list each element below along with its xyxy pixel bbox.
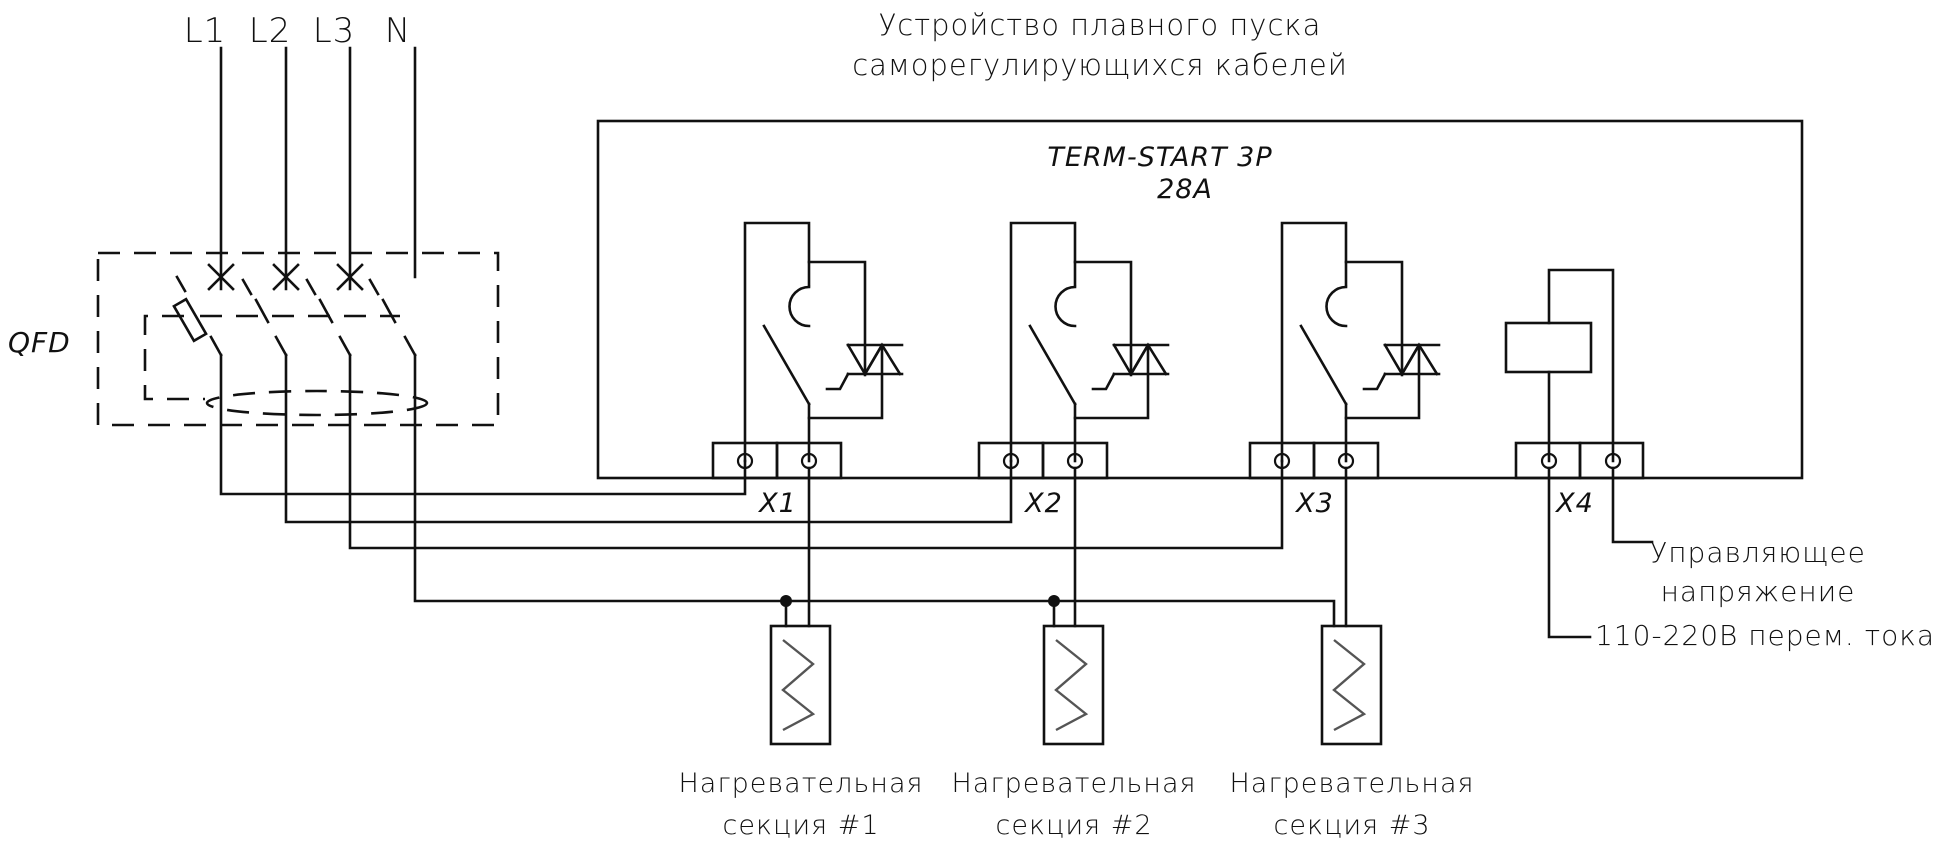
label-l1: L1 [184,11,227,51]
control-voltage-line-1: Управляющее [1650,536,1866,569]
bypass-loop [1009,221,1077,463]
triac-upper-wire [807,260,867,377]
control-voltage-line-3: 110-220В перем. тока [1595,619,1935,652]
device-current: 28A [1157,174,1213,205]
coil-upper-wire [1547,268,1615,463]
heater-section-1: Нагревательная секция #1 [678,595,923,841]
triac-lower-wire [807,343,884,420]
heater-label-line-2: секция #2 [995,810,1152,841]
triac-lower-wire [1073,343,1150,420]
terminal-x1-1 [736,452,754,470]
wire-l3-to-x3 [348,353,1284,550]
switch-upper-strokes [175,275,380,296]
triac-gate [1362,372,1387,391]
label-l3: L3 [313,11,356,51]
terminal-label-x4: X4 [1554,488,1594,519]
terminal-label-x3: X3 [1294,488,1334,519]
control-wire-2 [1611,466,1654,544]
soft-starter-box [596,119,1804,480]
heater-body [769,624,832,746]
heater-label-line-2: секция #1 [722,810,879,841]
contact-arc [1054,285,1077,328]
terminal-label-x1: X1 [757,488,797,519]
junction-dot [1048,595,1060,607]
relay-coil [1504,321,1593,374]
terminal-x2-1 [1002,452,1020,470]
mechanical-link [143,314,205,401]
rcd-core [205,389,429,417]
heater-section-3: Нагревательная секция #3 [1229,624,1474,841]
triac-lower-wire [1344,343,1421,420]
wire-n-bus [413,353,1336,628]
terminal-block-x1 [711,441,843,480]
terminal-block-x3 [1248,441,1380,480]
heater-body [1320,624,1383,746]
bypass-contact-blade [1299,324,1348,406]
heater-label-line-1: Нагревательная [951,768,1196,799]
qfd-breaker: QFD [8,251,500,427]
bypass-loop [743,221,811,463]
heater-label-line-2: секция #3 [1273,810,1430,841]
heater-section-2: Нагревательная секция #2 [951,595,1196,841]
bypass-contact-blade [762,324,811,406]
channel-modules: X1 X2 X3 [711,221,1441,628]
heater-resistor-icon [1332,639,1367,732]
device-model: TERM-START 3P [1047,142,1272,173]
bypass-contact-blade [1028,324,1077,406]
title-line-1: Устройство плавного пуска [879,8,1322,42]
qfd-enclosure [96,251,500,427]
triac-gate [1091,372,1116,391]
control-voltage-line-2: напряжение [1661,575,1856,608]
title-line-2: саморегулирующихся кабелей [852,48,1348,82]
heater-body [1042,624,1105,746]
triac-icon [825,342,904,391]
heater-resistor-icon [1054,639,1089,732]
contact-marks [207,263,364,291]
label-n: N [385,11,411,51]
terminal-label-x2: X2 [1023,488,1063,519]
bypass-loop [1280,221,1348,463]
triac-upper-wire [1073,260,1133,377]
contact-arc [1325,285,1348,328]
triac-icon [1362,342,1441,391]
terminal-x3-1 [1273,452,1291,470]
thermal-release [172,297,208,343]
junction-dot [780,595,792,607]
control-wire-1 [1547,466,1592,639]
heater-label-line-1: Нагревательная [1229,768,1474,799]
channel-module-x2: X2 [977,221,1170,628]
channel-module-x1: X1 [711,221,904,628]
contact-arc [788,285,811,328]
triac-icon [1091,342,1170,391]
wire-l2-to-x2 [284,353,1013,524]
switch-blades [209,298,417,357]
control-module: X4 Управляющее напряжение 110-220В перем… [1504,268,1935,652]
channel-module-x3: X3 [1248,221,1441,628]
supply-lines [219,46,417,291]
heater-label-line-1: Нагревательная [678,768,923,799]
qfd-label: QFD [8,326,71,359]
heater-sections: Нагревательная секция #1 Нагревательная сек… [678,595,1474,841]
heater-resistor-icon [781,639,816,732]
terminal-block-x2 [977,441,1109,480]
supply-labels: L1 L2 L3 N [184,11,411,51]
terminal-block-x4 [1514,441,1645,480]
label-l2: L2 [249,11,292,51]
triac-gate [825,372,850,391]
triac-upper-wire [1344,260,1404,377]
